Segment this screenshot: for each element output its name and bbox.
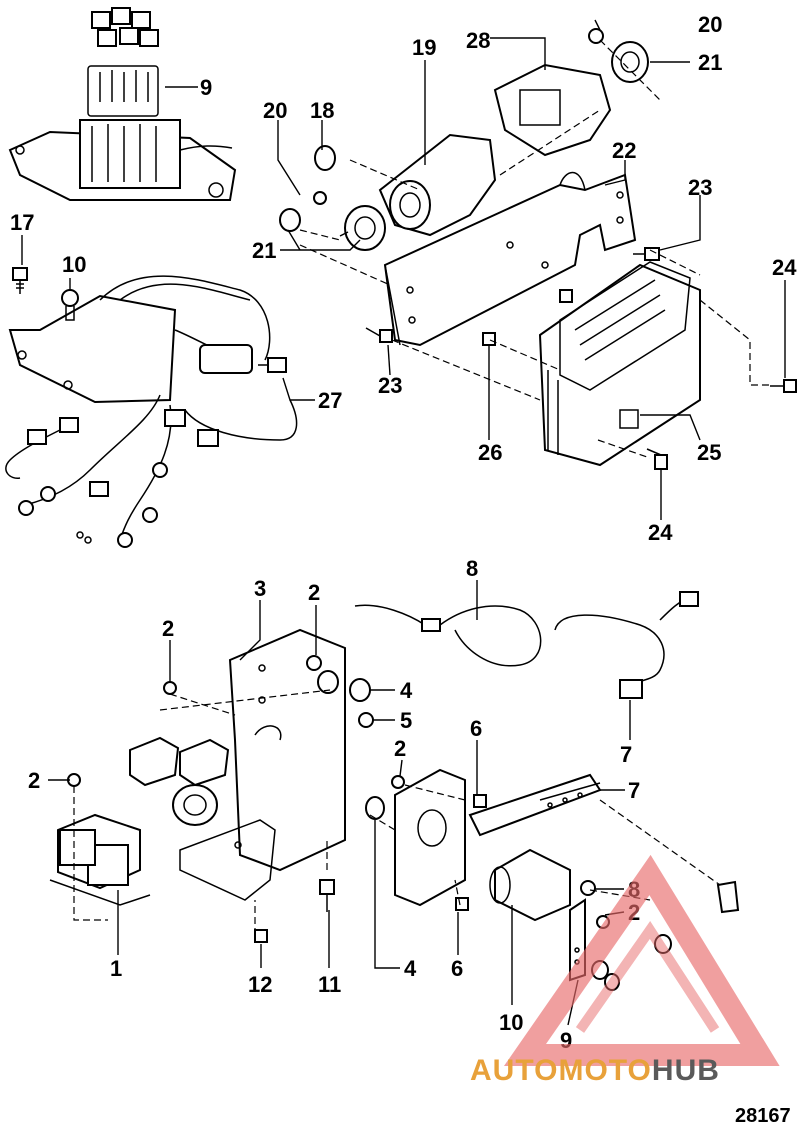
wiring-harness (5, 275, 298, 548)
callout-6a: 6 (470, 716, 482, 741)
relay-set-top (91, 7, 159, 47)
callout-labels: 9 17 10 27 20 18 21 19 28 20 21 22 23 24… (10, 12, 797, 1053)
bracket-22 (383, 171, 637, 347)
callout-16: 10 (62, 252, 86, 277)
callout-27: 27 (318, 388, 342, 413)
callout-13: 7 (620, 742, 632, 767)
callout-23b: 23 (378, 373, 402, 398)
relays-1 (49, 813, 151, 906)
callout-5: 5 (400, 708, 412, 733)
connector-19 (378, 133, 497, 237)
callout-23a: 23 (688, 175, 712, 200)
callout-20b: 20 (698, 12, 722, 37)
figure-number: 28167 (735, 1105, 791, 1127)
callout-4a: 4 (400, 678, 413, 703)
plug-21-right (611, 41, 649, 83)
small-parts-bottom-left (67, 655, 405, 943)
callout-25: 25 (697, 440, 721, 465)
callout-20a: 20 (263, 98, 287, 123)
callout-2d: 2 (28, 768, 40, 793)
callout-7: 7 (628, 778, 640, 803)
callout-2b: 2 (162, 616, 174, 641)
watermark-logo (503, 854, 780, 1066)
screws-23-26-24 (365, 247, 797, 470)
fuse-relay-block (8, 119, 237, 201)
callout-21b: 21 (698, 50, 722, 75)
leader-lines (21, 19, 786, 1026)
watermark-text: AUTOMOTOHUB (470, 1054, 720, 1087)
callout-18: 18 (310, 98, 334, 123)
callout-2a: 2 (308, 580, 320, 605)
callout-2c: 2 (394, 736, 406, 761)
cable-13 (554, 591, 699, 699)
bracket-3 (179, 628, 346, 901)
callout-22: 22 (612, 138, 636, 163)
callout-3: 3 (254, 576, 266, 601)
actuator-10 (489, 848, 571, 922)
watermark-part2: HUB (652, 1054, 720, 1087)
grommet-18 (314, 145, 336, 171)
ball-stud-16 (61, 289, 79, 321)
screw-17 (12, 267, 28, 294)
callout-1: 1 (110, 956, 122, 981)
grommet-20-left (279, 191, 327, 232)
callout-26: 26 (478, 440, 502, 465)
connectors-left-bottom (129, 736, 230, 826)
callout-14: 8 (466, 556, 478, 581)
callout-6b: 6 (451, 956, 463, 981)
grommet-20-right (588, 28, 604, 44)
callout-10: 10 (499, 1010, 523, 1035)
callout-19: 19 (412, 35, 436, 60)
callout-28: 28 (466, 28, 490, 53)
callout-15: 9 (200, 75, 212, 100)
watermark-part1: AUTOMOTO (470, 1054, 652, 1087)
plate-bracket (394, 768, 466, 907)
callout-21a: 21 (252, 238, 276, 263)
callout-12: 12 (248, 972, 272, 997)
screw-27 (258, 357, 287, 373)
callout-4b: 4 (404, 956, 417, 981)
plug-21-left (339, 205, 386, 251)
callout-11: 11 (318, 972, 341, 997)
bracket-7 (468, 773, 602, 837)
callout-24b: 24 (648, 520, 673, 545)
cable-14 (354, 604, 542, 667)
watermark-triangle-icon (503, 854, 780, 1066)
callout-17: 17 (10, 210, 34, 235)
callout-24a: 24 (772, 255, 797, 280)
connector-housing-28 (493, 63, 612, 157)
fuse-set (87, 65, 159, 117)
